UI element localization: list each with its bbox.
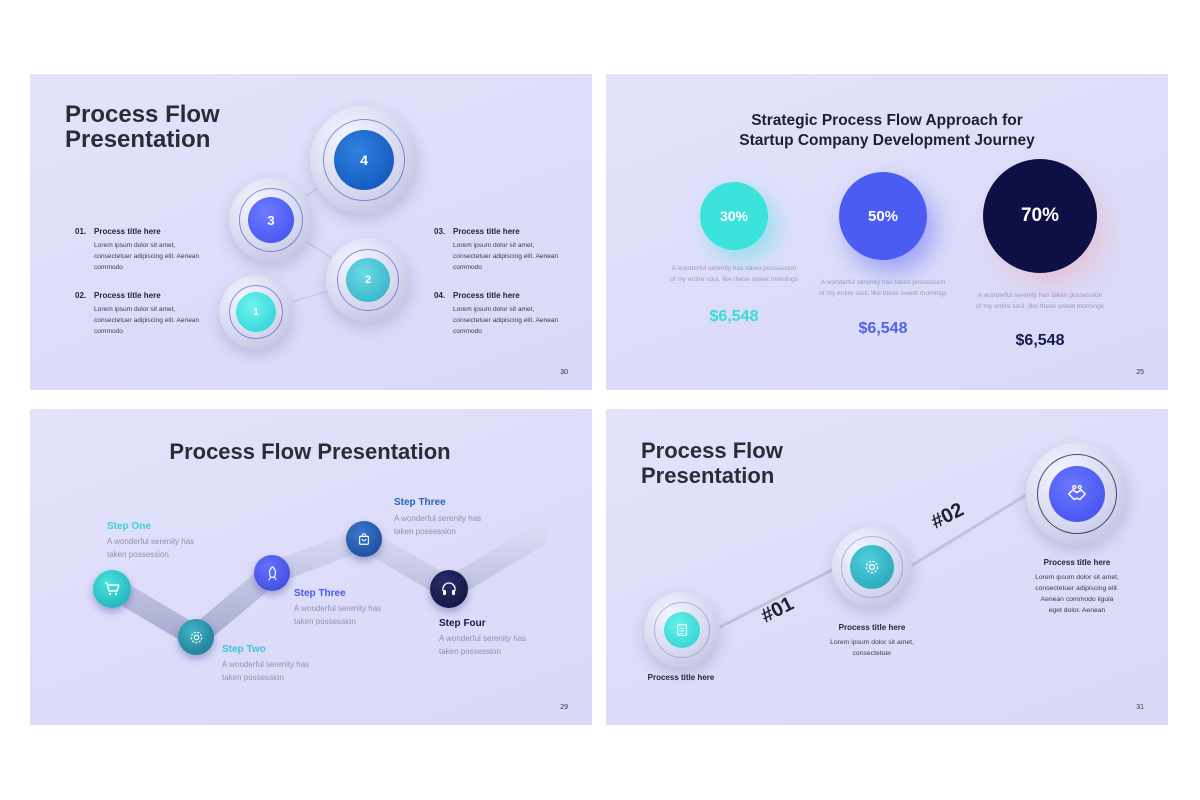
step-body: A wonderful serenity has taken possessio… (439, 634, 527, 656)
stat-description: A wonderful serenity has taken possessio… (670, 265, 798, 283)
page-number: 31 (1136, 704, 1144, 711)
step-node-4 (346, 521, 382, 557)
slide-process-flow-steps: Process Flow Presentation Step One A won… (30, 409, 592, 725)
circle-1-ring (229, 285, 283, 339)
slide-process-flow-timeline: Process Flow Presentation #01 #02 Proces… (606, 409, 1168, 725)
item-number: 04. (434, 291, 446, 300)
node-2-ring (841, 536, 903, 598)
node-2-core (850, 545, 894, 589)
item-title: Process title here (453, 227, 520, 236)
page-number: 25 (1136, 369, 1144, 376)
circle-3: 3 (248, 197, 294, 243)
node-body: Lorem ipsum dolor sit amet, consectetuer… (1035, 574, 1119, 614)
step-body: A wonderful serenity has taken possessio… (294, 604, 382, 626)
step-title: Step One (107, 521, 151, 532)
stat-description: A wonderful serenity has taken possessio… (819, 279, 947, 297)
page-number: 30 (560, 369, 568, 376)
title-line-1: Process Flow (65, 101, 220, 128)
title-line-2: Presentation (641, 463, 775, 488)
item-number: 02. (75, 291, 87, 300)
stat-description: A wonderful serenity has taken possessio… (976, 292, 1104, 310)
step-node-3 (254, 555, 290, 591)
node-title: Process title here (838, 623, 906, 632)
item-body: Lorem ipsum dolor sit amet, consectetuer… (94, 242, 200, 271)
title-line-1: Process Flow (641, 438, 783, 463)
node-1-ring (654, 602, 710, 658)
gear-cycle-icon (865, 560, 879, 574)
slide-strategic-process: Strategic Process Flow Approach for Star… (606, 74, 1168, 390)
step-body: A wonderful serenity has taken possessio… (222, 660, 310, 682)
node-title: Process title here (647, 673, 715, 682)
step-node-2 (178, 619, 214, 655)
step-body: A wonderful serenity has taken possessio… (107, 537, 195, 559)
rocket-icon (267, 565, 277, 580)
step-body: A wonderful serenity has taken possessio… (394, 514, 482, 536)
document-icon (677, 624, 687, 636)
item-number: 03. (434, 227, 446, 236)
bag-icon (359, 533, 369, 545)
node-title: Process title here (1043, 558, 1111, 567)
item-body: Lorem ipsum dolor sit amet, consectetuer… (453, 242, 559, 271)
step-node-1 (93, 570, 131, 608)
step-node-5 (430, 570, 468, 608)
slide-title: Process Flow Presentation (169, 439, 451, 464)
stat-circle-30: 30% (700, 182, 768, 250)
circle-1: 1 (236, 292, 276, 332)
circle-2: 2 (346, 258, 390, 302)
node-3-core (1049, 466, 1105, 522)
handshake-icon (1067, 484, 1087, 501)
node-1-core (664, 612, 700, 648)
item-number: 01. (75, 227, 87, 236)
circle-4: 4 (334, 130, 394, 190)
step-title: Step Four (439, 618, 486, 629)
slide-title: Process Flow Presentation (65, 102, 220, 152)
slide-process-flow-circles: Process Flow Presentation 1 2 3 4 01. Pr… (30, 74, 592, 390)
slide-title: Process Flow Presentation (641, 438, 783, 488)
slide-title: Strategic Process Flow Approach for Star… (606, 111, 1168, 151)
step-title: Step Two (222, 644, 266, 655)
item-body: Lorem ipsum dolor sit amet, consectetuer… (94, 306, 200, 335)
item-title: Process title here (94, 227, 161, 236)
item-title: Process title here (453, 291, 520, 300)
item-body: Lorem ipsum dolor sit amet, consectetuer… (453, 306, 559, 335)
circle-4-ring (323, 119, 405, 201)
stat-circle-70: 70% (983, 159, 1097, 273)
title-line-1: Strategic Process Flow Approach for (751, 112, 1023, 129)
headphones-icon (442, 582, 456, 595)
stat-amount: $6,548 (858, 320, 908, 337)
gear-icon (190, 631, 202, 643)
stat-circle-50: 50% (839, 172, 927, 260)
node-3-ring (1037, 454, 1117, 534)
title-line-2: Startup Company Development Journey (739, 132, 1035, 149)
stat-amount: $6,548 (1015, 332, 1065, 349)
node-body: Lorem ipsum dolor sit amet, consectetuer (830, 639, 914, 657)
item-title: Process title here (94, 291, 161, 300)
timeline-line (715, 493, 1027, 631)
stat-amount: $6,548 (709, 308, 759, 325)
circle-3-ring (239, 188, 303, 252)
step-title: Step Three (394, 497, 446, 508)
title-line-2: Presentation (65, 126, 211, 153)
page-number: 29 (560, 704, 568, 711)
cart-icon (105, 582, 120, 596)
step-title: Step Three (294, 588, 346, 599)
circle-2-ring (337, 249, 399, 311)
